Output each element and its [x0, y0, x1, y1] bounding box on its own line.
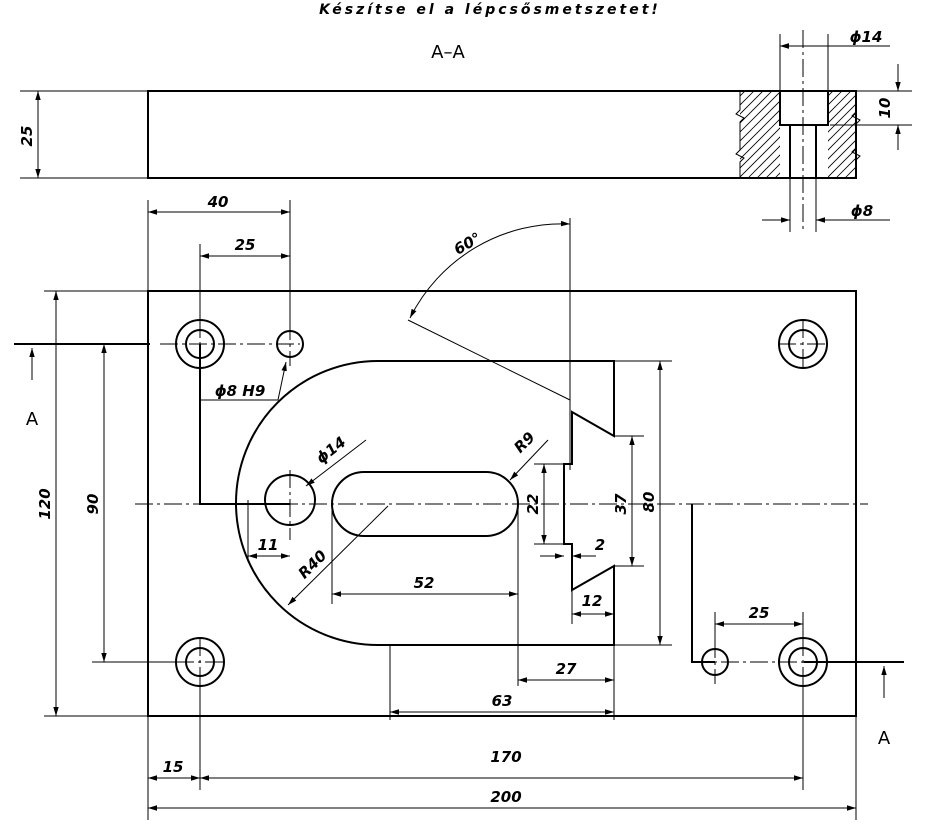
dim-11: 11: [258, 536, 279, 554]
dim-2: 2: [595, 536, 605, 554]
dim-thickness-25: 25: [18, 126, 36, 147]
section-marker-right: A: [878, 728, 891, 749]
hatch-line: [740, 109, 780, 151]
hatch-line: [828, 94, 856, 124]
dim-hole-fit: ϕ8 H9: [215, 382, 266, 400]
hole-top-right: [778, 319, 828, 369]
hatch-line: [828, 139, 856, 169]
hole-phi14: [264, 474, 316, 526]
hatch-line: [640, 91, 727, 178]
hatch-line: [649, 91, 736, 178]
dim-63: 63: [492, 692, 513, 710]
counterbore: [779, 91, 829, 178]
hatch-line: [740, 91, 780, 133]
dim-r40: R40: [295, 547, 331, 583]
dim-52: 52: [414, 574, 435, 592]
dim-200: 200: [490, 788, 521, 806]
dim-90: 90: [84, 494, 102, 515]
section-view: A–A 25 ϕ14 10 ϕ8: [18, 28, 912, 232]
hatch-line: [828, 148, 856, 178]
hatch-line: [740, 118, 780, 160]
dim-12: 12: [582, 592, 603, 610]
dim-80: 80: [640, 492, 658, 513]
hatch-line: [740, 136, 780, 178]
dim-22: 22: [524, 494, 542, 515]
dim-25-right: 25: [749, 604, 770, 622]
dim-counterbore-depth: 10: [876, 98, 894, 119]
cutting-plane-path: [199, 344, 715, 663]
hatch-line: [747, 145, 780, 178]
dim-hole-dia: ϕ8: [851, 202, 873, 220]
pocket-outline: [235, 360, 615, 646]
hatch-line: [740, 91, 764, 115]
hatch-line: [740, 127, 780, 169]
slot: [331, 471, 519, 537]
dim-15: 15: [163, 758, 184, 776]
dim-phi14: ϕ14: [312, 433, 349, 467]
hatch-line: [756, 154, 780, 178]
dim-40: 40: [207, 193, 229, 211]
hatch-line: [740, 91, 773, 124]
hatch-line: [828, 130, 856, 160]
hatch-line: [828, 91, 852, 115]
plan-view: A A 60° 40 25: [14, 193, 904, 820]
hatch-line: [835, 157, 856, 178]
section-label: A–A: [431, 42, 465, 63]
drawing-title: Készítse el a lépcsősmetszetet!: [319, 2, 661, 18]
dim-25-top: 25: [235, 236, 256, 254]
hatch-line: [740, 91, 755, 106]
dim-counterbore-dia: ϕ14: [850, 28, 883, 46]
hatch-line: [828, 121, 856, 151]
dim-37: 37: [612, 493, 630, 514]
hatch-line: [828, 103, 856, 133]
section-hatch: [640, 91, 861, 178]
hatch-line: [740, 91, 746, 97]
dim-170: 170: [490, 748, 521, 766]
hatch-line: [828, 112, 856, 142]
dim-120: 120: [36, 488, 54, 519]
pin-hole-top: [276, 330, 304, 358]
dim-angle: 60°: [451, 229, 485, 259]
dim-27: 27: [556, 660, 577, 678]
dim-r9: R9: [510, 428, 538, 456]
section-marker-left: A: [26, 409, 39, 430]
hatch-line: [740, 100, 780, 142]
